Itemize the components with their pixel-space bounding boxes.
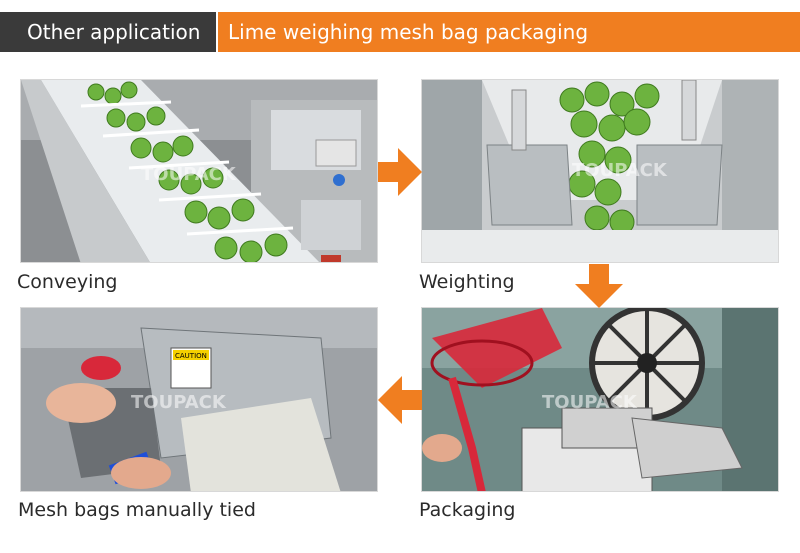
header-bar: Other application Lime weighing mesh bag… [0, 12, 800, 52]
packaging-photo: TOUPACK [421, 307, 779, 492]
watermark-text: TOUPACK [131, 392, 227, 413]
step-label-conveying: Conveying [17, 271, 118, 293]
watermark-text: TOUPACK [141, 164, 237, 185]
arrow-right-icon [378, 148, 422, 196]
weighting-photo: TOUPACK [421, 79, 779, 263]
arrow-down-icon [575, 264, 623, 308]
section-label: Other application [0, 12, 216, 52]
header-divider [216, 20, 218, 44]
page-title: Lime weighing mesh bag packaging [218, 12, 800, 52]
step-label-weighting: Weighting [419, 271, 515, 293]
caution-sticker: CAUTION [175, 352, 207, 360]
conveying-photo: TOUPACK [20, 79, 378, 263]
watermark-text: TOUPACK [572, 160, 668, 181]
step-label-tying: Mesh bags manually tied [18, 499, 256, 521]
step-label-packaging: Packaging [419, 499, 516, 521]
arrow-left-icon [378, 376, 422, 424]
tying-photo: CAUTION TOUPACK [20, 307, 378, 492]
watermark-text: TOUPACK [542, 392, 638, 413]
